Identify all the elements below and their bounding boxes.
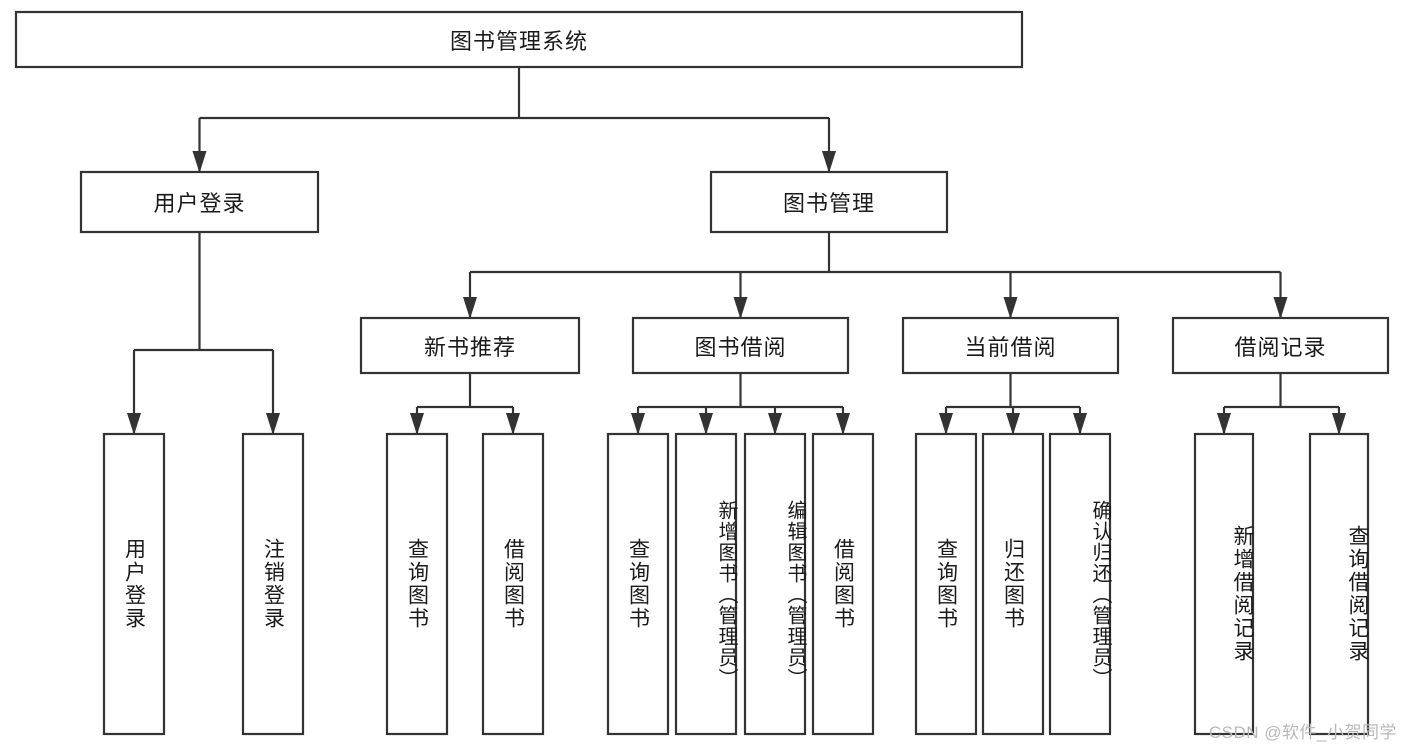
arrow-head-icon	[192, 151, 207, 173]
leaf-node-box[interactable]	[743, 432, 807, 736]
arrow-head-icon	[1217, 413, 1231, 435]
node-boxes	[14, 10, 1390, 736]
leaf-node-box[interactable]	[674, 432, 738, 736]
level1-node-box[interactable]	[79, 170, 320, 234]
arrow-head-icon	[768, 413, 782, 435]
connector-lines	[127, 67, 1346, 435]
leaf-node-box[interactable]	[1048, 432, 1112, 736]
arrow-head-icon	[127, 413, 141, 435]
leaf-node-box[interactable]	[914, 432, 978, 736]
arrow-head-icon	[939, 413, 953, 435]
arrow-head-icon	[699, 413, 713, 435]
arrow-head-icon	[1332, 413, 1346, 435]
arrow-head-icon	[822, 151, 836, 173]
leaf-node-box[interactable]	[385, 432, 449, 736]
arrow-head-icon	[1073, 413, 1087, 435]
level2-node-box[interactable]	[901, 316, 1120, 375]
level2-node-box[interactable]	[1171, 316, 1390, 375]
arrow-head-icon	[410, 413, 424, 435]
leaf-node-box[interactable]	[811, 432, 875, 736]
arrow-head-icon	[733, 297, 748, 319]
root-node-box[interactable]	[14, 10, 1024, 69]
level2-node-box[interactable]	[631, 316, 850, 375]
arrow-head-icon	[1003, 297, 1018, 319]
arrow-head-icon	[1273, 297, 1288, 319]
arrow-head-icon	[1006, 413, 1020, 435]
arrow-head-icon	[463, 297, 477, 319]
leaf-node-box[interactable]	[102, 432, 166, 736]
level1-node-box[interactable]	[709, 170, 949, 234]
level2-node-box[interactable]	[359, 316, 581, 375]
leaf-node-box[interactable]	[1193, 432, 1255, 736]
leaf-node-box[interactable]	[241, 432, 305, 736]
arrow-head-icon	[506, 413, 520, 435]
leaf-node-box[interactable]	[981, 432, 1045, 736]
arrow-head-icon	[631, 413, 645, 435]
leaf-node-box[interactable]	[481, 432, 545, 736]
arrow-head-icon	[266, 413, 280, 435]
csdn-watermark: CSDN @软件_小贺同学	[1208, 723, 1397, 742]
arrow-head-icon	[836, 413, 850, 435]
leaf-node-box[interactable]	[1308, 432, 1370, 736]
leaf-node-box[interactable]	[606, 432, 670, 736]
